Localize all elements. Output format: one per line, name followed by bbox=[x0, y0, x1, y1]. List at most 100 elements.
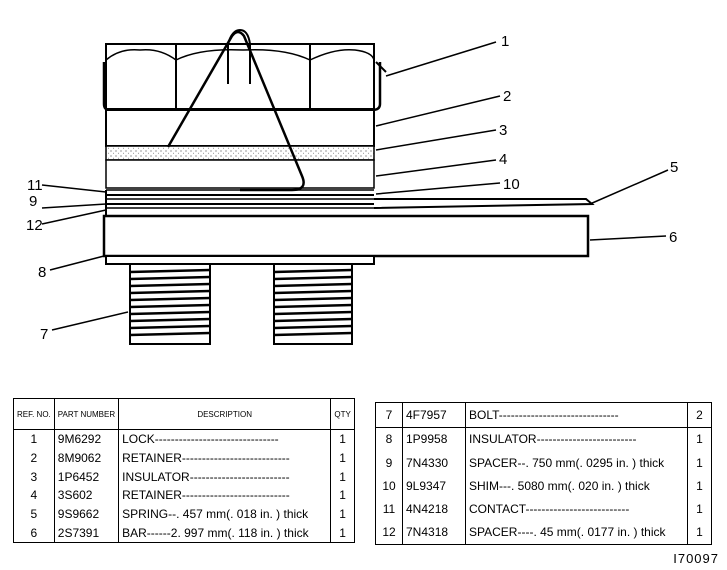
row-part-number: 9L9347 bbox=[402, 474, 466, 498]
table-row: 4 3S602 RETAINER------------------------… bbox=[13, 485, 355, 505]
row-part-number: 7N4318 bbox=[402, 520, 466, 544]
filler-cell bbox=[118, 541, 332, 543]
row-description: SPACER--. 750 mm(. 0295 in. ) thick bbox=[465, 451, 688, 475]
contact-layers bbox=[105, 189, 374, 216]
callout-9: 9 bbox=[29, 193, 37, 210]
filler-cell bbox=[375, 543, 403, 545]
row-part-number: 2S7391 bbox=[53, 523, 120, 542]
row-description: LOCK------------------------------- bbox=[118, 429, 332, 449]
row-qty: 1 bbox=[687, 451, 712, 475]
bolt-left bbox=[129, 263, 211, 345]
callout-8: 8 bbox=[38, 264, 46, 281]
callout-6: 6 bbox=[669, 229, 677, 246]
table-row: 7 4F7957 BOLT---------------------------… bbox=[375, 402, 712, 428]
filler-cell bbox=[53, 541, 120, 543]
callout-4: 4 bbox=[499, 151, 507, 168]
row-ref: 4 bbox=[13, 485, 55, 505]
table-filler-row bbox=[13, 541, 355, 543]
table-row: 10 9L9347 SHIM---. 5080 mm(. 020 in. ) t… bbox=[375, 474, 712, 498]
leader-lines bbox=[41, 41, 669, 331]
row-description: CONTACT-------------------------- bbox=[465, 497, 688, 521]
insulator-3 bbox=[105, 145, 375, 161]
row-description: RETAINER--------------------------- bbox=[118, 448, 332, 468]
table-row: 1 9M6292 LOCK---------------------------… bbox=[13, 429, 355, 449]
row-part-number: 1P9958 bbox=[402, 427, 466, 452]
callout-2: 2 bbox=[503, 88, 511, 105]
callout-1: 1 bbox=[501, 33, 509, 50]
row-part-number: 9M6292 bbox=[53, 429, 120, 449]
bar-6 bbox=[102, 214, 590, 258]
row-qty: 1 bbox=[330, 429, 355, 449]
row-description: RETAINER--------------------------- bbox=[118, 485, 332, 505]
table-header-row: REF. NO. PART NUMBER DESCRIPTION QTY bbox=[13, 398, 355, 430]
row-description: INSULATOR------------------------- bbox=[465, 427, 688, 452]
row-part-number: 1P6452 bbox=[53, 467, 120, 486]
row-ref: 3 bbox=[13, 467, 55, 486]
table-row: 8 1P9958 INSULATOR----------------------… bbox=[375, 427, 712, 452]
row-part-number: 7N4330 bbox=[402, 451, 466, 475]
spring-5 bbox=[373, 198, 595, 209]
header-ref-no: REF. NO. bbox=[13, 398, 55, 430]
row-qty: 1 bbox=[687, 474, 712, 498]
row-qty: 1 bbox=[330, 448, 355, 468]
callout-11: 11 bbox=[27, 177, 43, 194]
row-description: BOLT------------------------------ bbox=[465, 402, 688, 428]
row-ref: 12 bbox=[375, 520, 403, 544]
filler-cell bbox=[330, 541, 355, 543]
table-row: 12 7N4318 SPACER----. 45 mm(. 0177 in. )… bbox=[375, 520, 712, 544]
bolt-right bbox=[273, 263, 353, 345]
callout-12: 12 bbox=[26, 217, 43, 234]
row-ref: 10 bbox=[375, 474, 403, 498]
row-part-number: 3S602 bbox=[53, 485, 120, 505]
contact-assembly-drawing: 1 2 3 4 5 6 7 8 9 10 11 12 bbox=[26, 28, 678, 345]
row-part-number: 9S9662 bbox=[53, 504, 120, 524]
row-description: BAR------2. 997 mm(. 118 in. ) thick bbox=[118, 523, 332, 542]
callout-10: 10 bbox=[503, 176, 520, 193]
table-row: 9 7N4330 SPACER--. 750 mm(. 0295 in. ) t… bbox=[375, 451, 712, 475]
table-row: 2 8M9062 RETAINER-----------------------… bbox=[13, 448, 355, 468]
insulator-8 bbox=[105, 255, 375, 265]
row-qty: 2 bbox=[687, 402, 712, 428]
filler-cell bbox=[687, 543, 712, 545]
header-part-number: PART NUMBER bbox=[53, 398, 120, 430]
row-ref: 7 bbox=[375, 402, 403, 428]
bolt-head bbox=[105, 43, 375, 110]
callout-5: 5 bbox=[670, 159, 678, 176]
row-description: INSULATOR------------------------- bbox=[118, 467, 332, 486]
row-ref: 11 bbox=[375, 497, 403, 521]
row-qty: 1 bbox=[330, 504, 355, 524]
lock-wire bbox=[166, 30, 305, 192]
row-qty: 1 bbox=[330, 485, 355, 505]
parts-table-left: REF. NO. PART NUMBER DESCRIPTION QTY 1 9… bbox=[13, 398, 355, 543]
table-filler-row bbox=[375, 543, 712, 545]
callout-7: 7 bbox=[40, 326, 48, 343]
table-row: 5 9S9662 SPRING--. 457 mm(. 018 in. ) th… bbox=[13, 504, 355, 524]
figure-number: I70097 bbox=[673, 551, 719, 566]
row-ref: 6 bbox=[13, 523, 55, 542]
filler-cell bbox=[13, 541, 55, 543]
row-description: SHIM---. 5080 mm(. 020 in. ) thick bbox=[465, 474, 688, 498]
row-part-number: 8M9062 bbox=[53, 448, 120, 468]
table-row: 3 1P6452 INSULATOR----------------------… bbox=[13, 467, 355, 486]
row-description: SPRING--. 457 mm(. 018 in. ) thick bbox=[118, 504, 332, 524]
header-qty: QTY bbox=[330, 398, 355, 430]
row-qty: 1 bbox=[687, 427, 712, 452]
row-qty: 1 bbox=[687, 497, 712, 521]
row-ref: 8 bbox=[375, 427, 403, 452]
filler-cell bbox=[402, 543, 466, 545]
row-ref: 9 bbox=[375, 451, 403, 475]
row-ref: 1 bbox=[13, 429, 55, 449]
row-ref: 2 bbox=[13, 448, 55, 468]
table-row: 6 2S7391 BAR------2. 997 mm(. 118 in. ) … bbox=[13, 523, 355, 542]
retainer-4 bbox=[105, 159, 375, 189]
header-description: DESCRIPTION bbox=[118, 398, 332, 430]
body-block bbox=[105, 109, 375, 147]
row-qty: 1 bbox=[330, 523, 355, 542]
row-qty: 1 bbox=[687, 520, 712, 544]
row-description: SPACER----. 45 mm(. 0177 in. ) thick bbox=[465, 520, 688, 544]
row-ref: 5 bbox=[13, 504, 55, 524]
row-part-number: 4F7957 bbox=[402, 402, 466, 428]
row-qty: 1 bbox=[330, 467, 355, 486]
row-part-number: 4N4218 bbox=[402, 497, 466, 521]
table-row: 11 4N4218 CONTACT-----------------------… bbox=[375, 497, 712, 521]
